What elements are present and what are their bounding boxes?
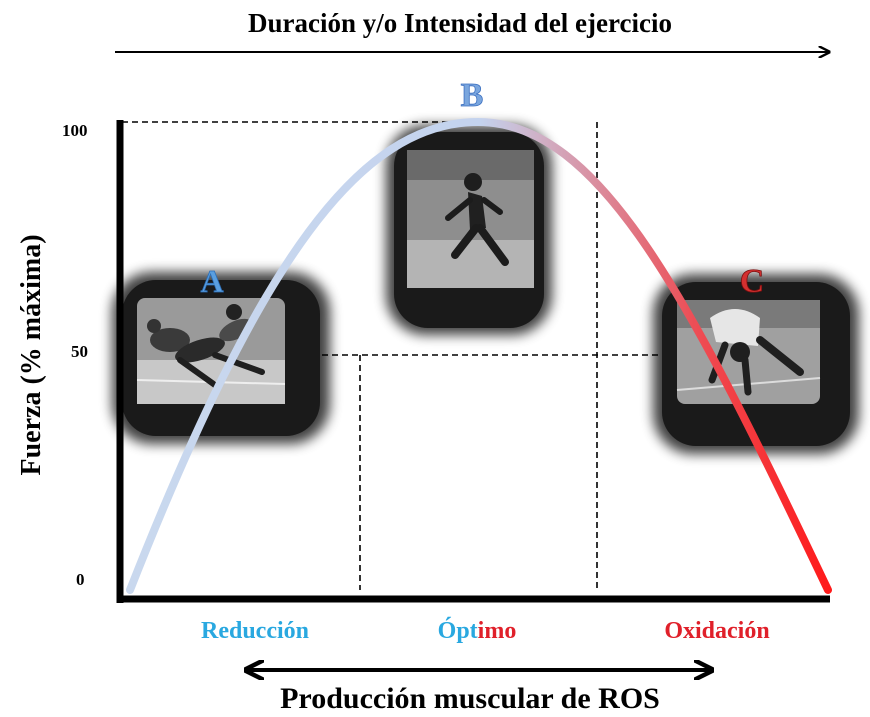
y-tick-50: 50	[71, 342, 88, 361]
phase-letter-c: C	[740, 263, 765, 300]
y-tick-100: 100	[62, 121, 88, 140]
bottom-label: Producción muscular de ROS	[280, 682, 660, 715]
zone-label-optimal-part2: imo	[478, 618, 517, 644]
exhausted-runner-photo	[653, 274, 859, 454]
zone-label-optimal: Óptimo	[438, 617, 517, 644]
y-axis-label: Fuerza (% máxima)	[16, 234, 47, 475]
phase-letter-b: B	[461, 77, 484, 114]
zone-label-optimal-part1: Ópt	[438, 617, 478, 644]
force-curve	[126, 117, 832, 594]
athletes-starting-blocks-photo	[112, 272, 330, 444]
zone-label-oxidation: Oxidación	[664, 618, 769, 644]
phase-letter-a: A	[200, 263, 223, 299]
sprinter-running-photo	[386, 125, 552, 335]
zone-label-reduction: Reducción	[201, 618, 309, 644]
y-tick-0: 0	[76, 570, 85, 589]
top-label: Duración y/o Intensidad del ejercicio	[248, 8, 672, 38]
